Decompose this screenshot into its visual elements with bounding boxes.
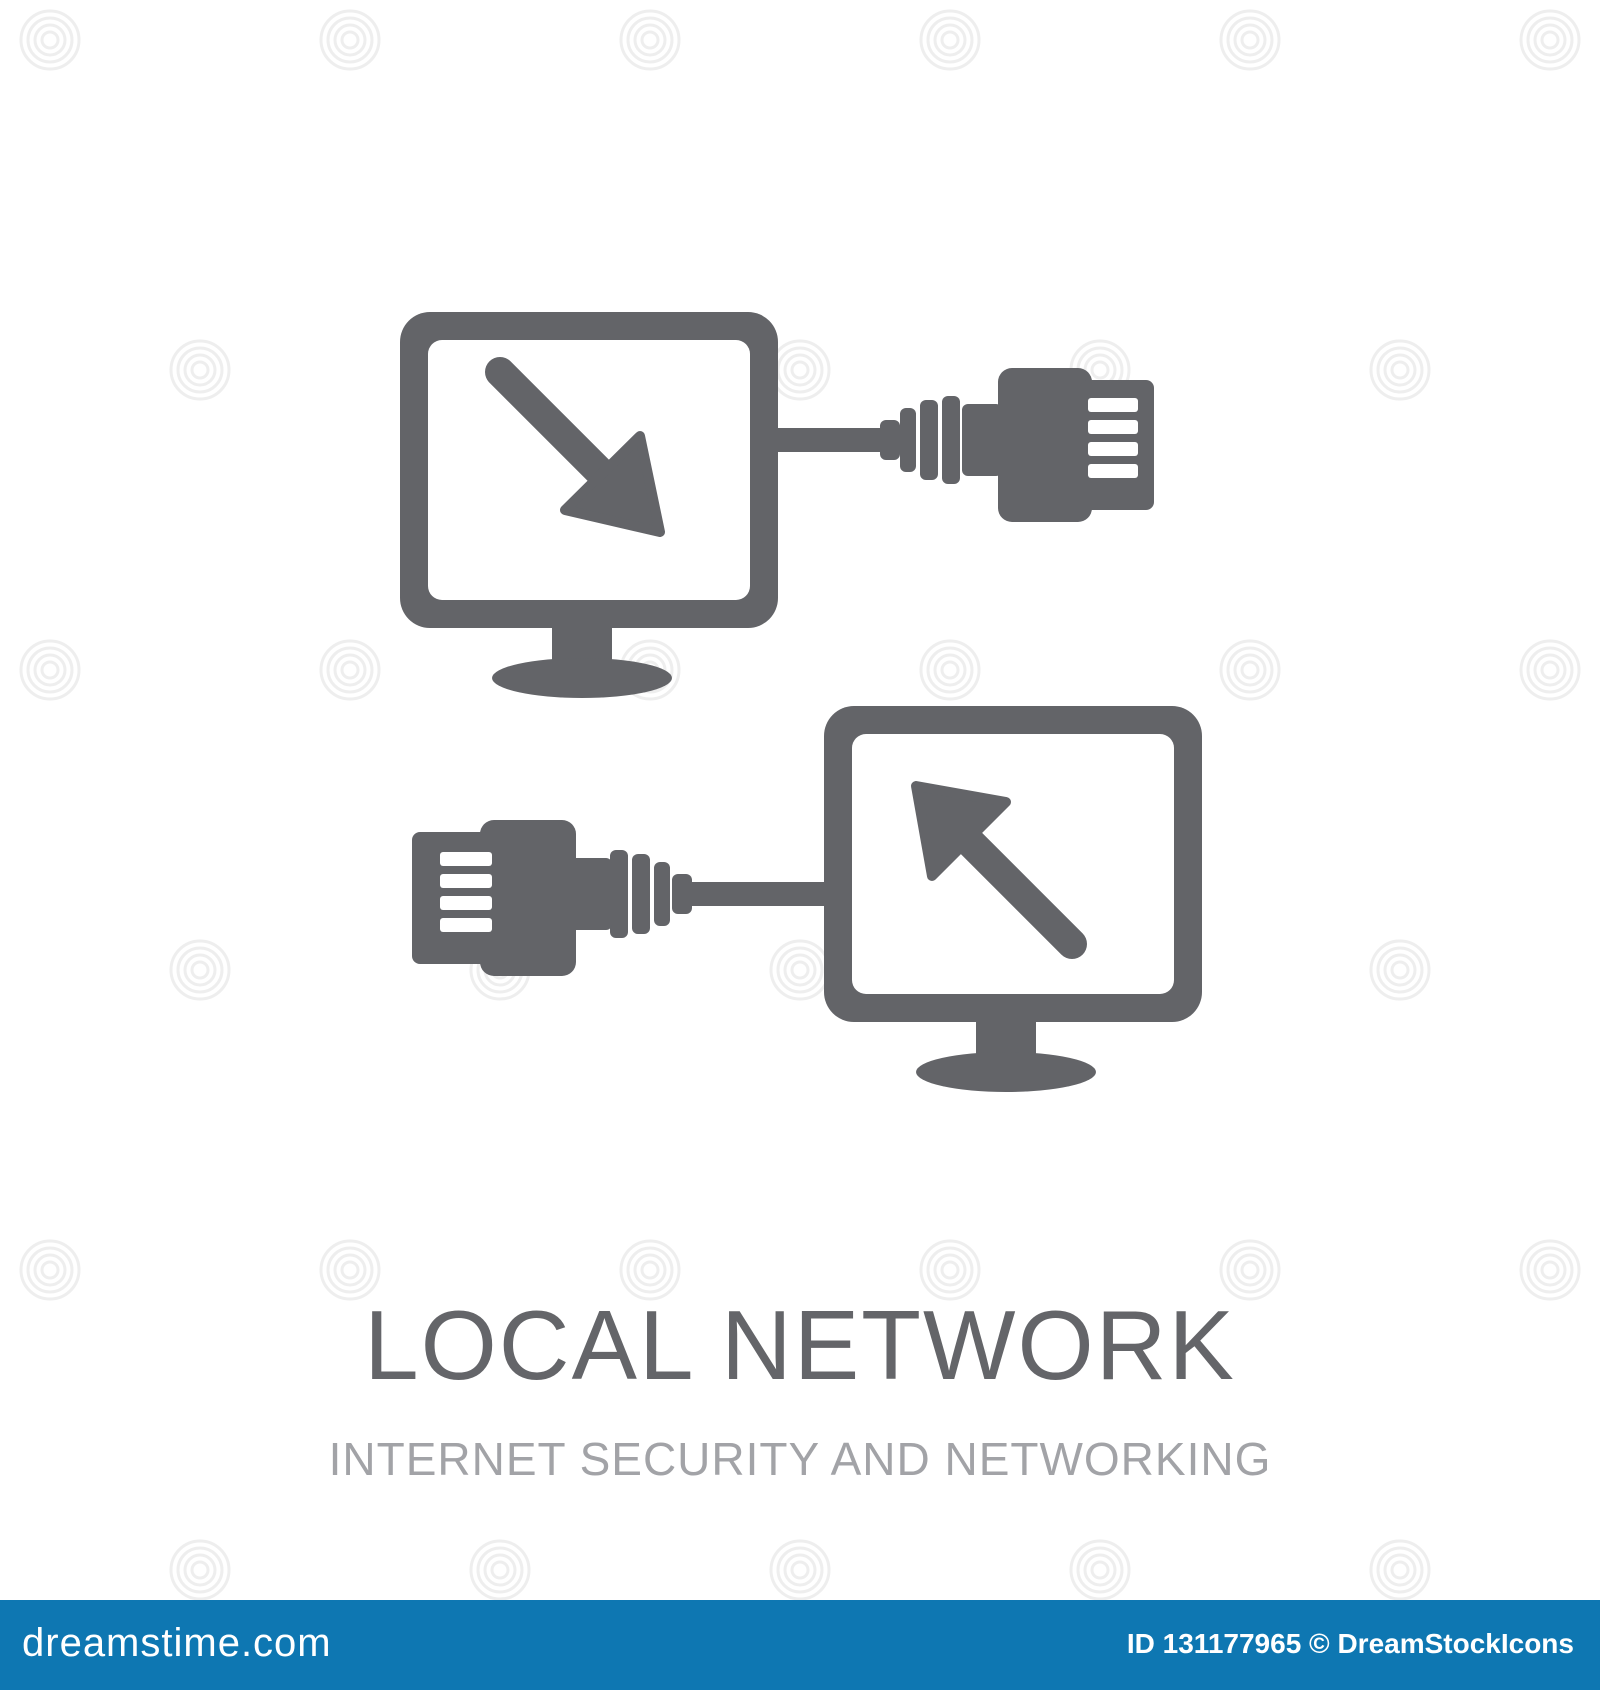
dreamstime-logo[interactable]: dreamstime.com	[22, 1621, 332, 1665]
ethernet-plug-icon	[412, 820, 824, 976]
upload-arrow-icon	[911, 781, 1087, 959]
watermark-logo	[1369, 1539, 1431, 1600]
watermark-logo	[769, 1539, 831, 1600]
ethernet-plug-icon	[778, 368, 1154, 522]
local-network-icon	[400, 312, 1202, 1092]
watermark-logo	[169, 1539, 231, 1600]
image-credit: ID 131177965 © DreamStockIcons	[1126, 1628, 1574, 1659]
download-arrow-icon	[485, 357, 665, 537]
watermark-logo	[469, 1539, 531, 1600]
footer-bar: dreamstime.com ID 131177965 © DreamStock…	[0, 1600, 1600, 1690]
watermark-logo	[1069, 1539, 1131, 1600]
icon-category: INTERNET SECURITY AND NETWORKING	[328, 1433, 1272, 1485]
icon-title: LOCAL NETWORK	[364, 1290, 1236, 1400]
